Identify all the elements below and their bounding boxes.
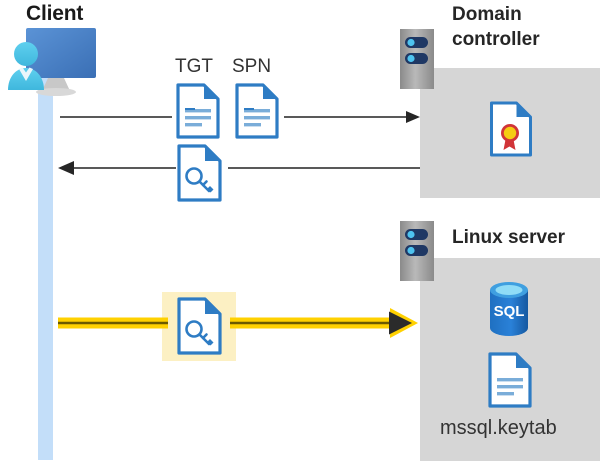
server-rack-icon-domain-controller [398,28,436,90]
client-icon [4,26,100,96]
spn-document-icon [234,83,280,139]
server-rack-icon-linux [398,220,436,282]
client-label: Client [26,2,84,25]
linux-server-label: Linux server [452,227,565,248]
certificate-icon [489,101,533,157]
key-document-icon-response [176,144,224,202]
kerberos-yellow-arrow [58,308,418,338]
client-to-dc-arrow [60,111,420,123]
domain-controller-label: Domain controller [452,2,592,52]
dc-to-client-arrow [58,161,420,175]
gray-arrow-group [58,111,420,175]
key-document-icon-kerberos-ticket [176,297,224,355]
tgt-document-icon [175,83,221,139]
svg-text:SQL: SQL [494,303,525,320]
spn-label: SPN [232,56,272,77]
client-lifeline [38,78,53,460]
domain-controller-label-line1: Domain [452,4,522,25]
keytab-filename-label: mssql.keytab [440,417,557,439]
sql-database-icon: SQL [485,281,533,337]
domain-controller-label-line2: controller [452,29,540,50]
keytab-document-icon [487,352,533,408]
tgt-label: TGT [175,56,213,77]
